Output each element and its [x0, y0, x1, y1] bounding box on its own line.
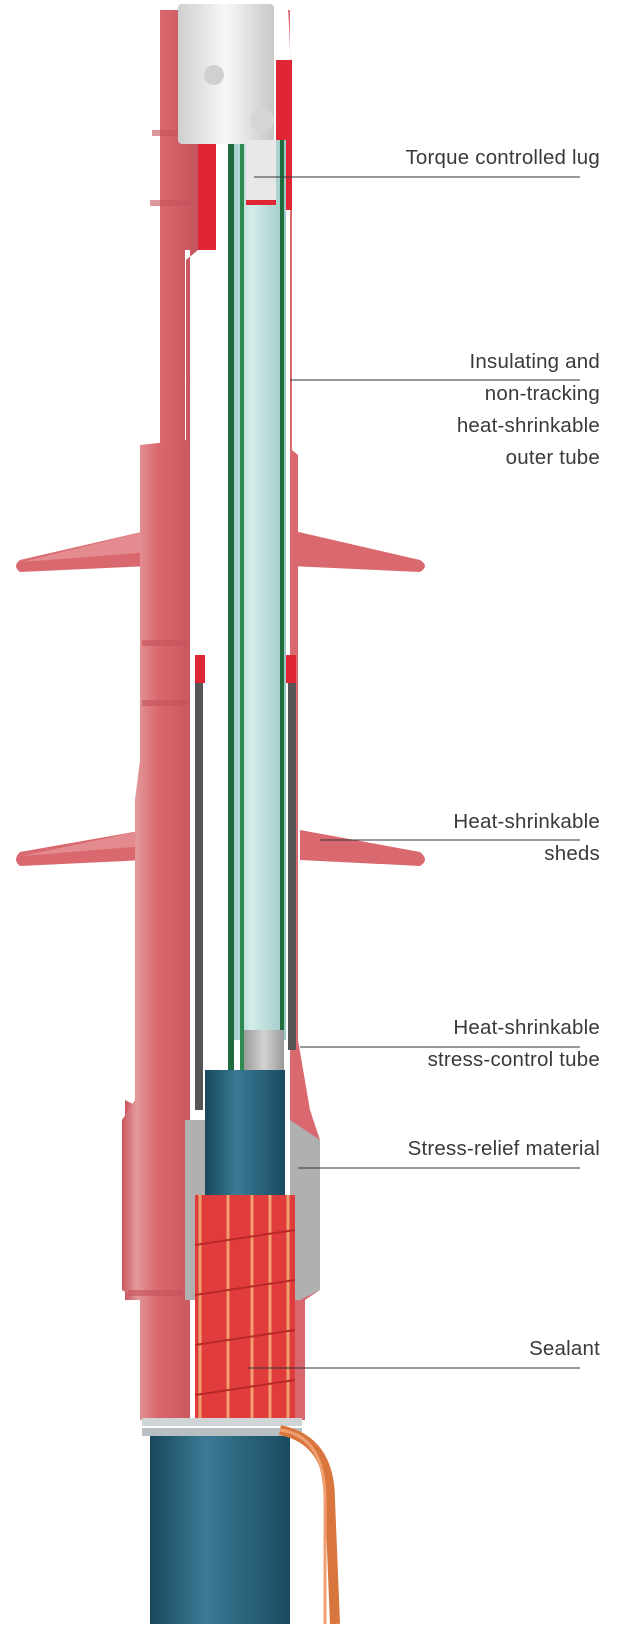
label-line: Heat-shrinkable: [428, 1012, 600, 1044]
label-line: Sealant: [529, 1333, 600, 1365]
green-layer-left: [228, 140, 234, 1130]
label-line: Torque controlled lug: [405, 142, 600, 174]
label-line: Stress-relief material: [408, 1133, 600, 1165]
cable-jacket-upper: [205, 1070, 285, 1200]
label-line: non-tracking: [457, 378, 600, 410]
label-line: Insulating and: [457, 346, 600, 378]
grey-band: [244, 1030, 284, 1070]
label-sealant: Sealant: [529, 1333, 600, 1365]
cable-jacket-lower: [150, 1430, 290, 1624]
stress-tube-top-left: [195, 655, 205, 683]
lower-shed: [16, 830, 425, 866]
label-torque-controlled-lug: Torque controlled lug: [405, 142, 600, 174]
label-stress-relief-material: Stress-relief material: [408, 1133, 600, 1165]
green-layer-inner: [240, 140, 244, 1130]
label-line: sheds: [453, 838, 600, 870]
label-stress-control-tube: Heat-shrinkable stress-control tube: [428, 1012, 600, 1076]
label-outer-tube: Insulating and non-tracking heat-shrinka…: [457, 346, 600, 474]
upper-shed: [16, 530, 425, 572]
stress-tube-top-right: [286, 655, 296, 683]
stress-tube-right: [288, 680, 296, 1050]
copper-screen: [195, 1195, 295, 1425]
stress-tube-left: [195, 680, 203, 1110]
label-line: heat-shrinkable: [457, 410, 600, 442]
label-line: Heat-shrinkable: [453, 806, 600, 838]
cable-insulation: [228, 140, 286, 1040]
label-line: outer tube: [457, 442, 600, 474]
label-line: stress-control tube: [428, 1044, 600, 1076]
clamp-rings: [142, 1418, 302, 1436]
green-layer-right: [280, 140, 284, 1040]
label-heat-shrinkable-sheds: Heat-shrinkable sheds: [453, 806, 600, 870]
